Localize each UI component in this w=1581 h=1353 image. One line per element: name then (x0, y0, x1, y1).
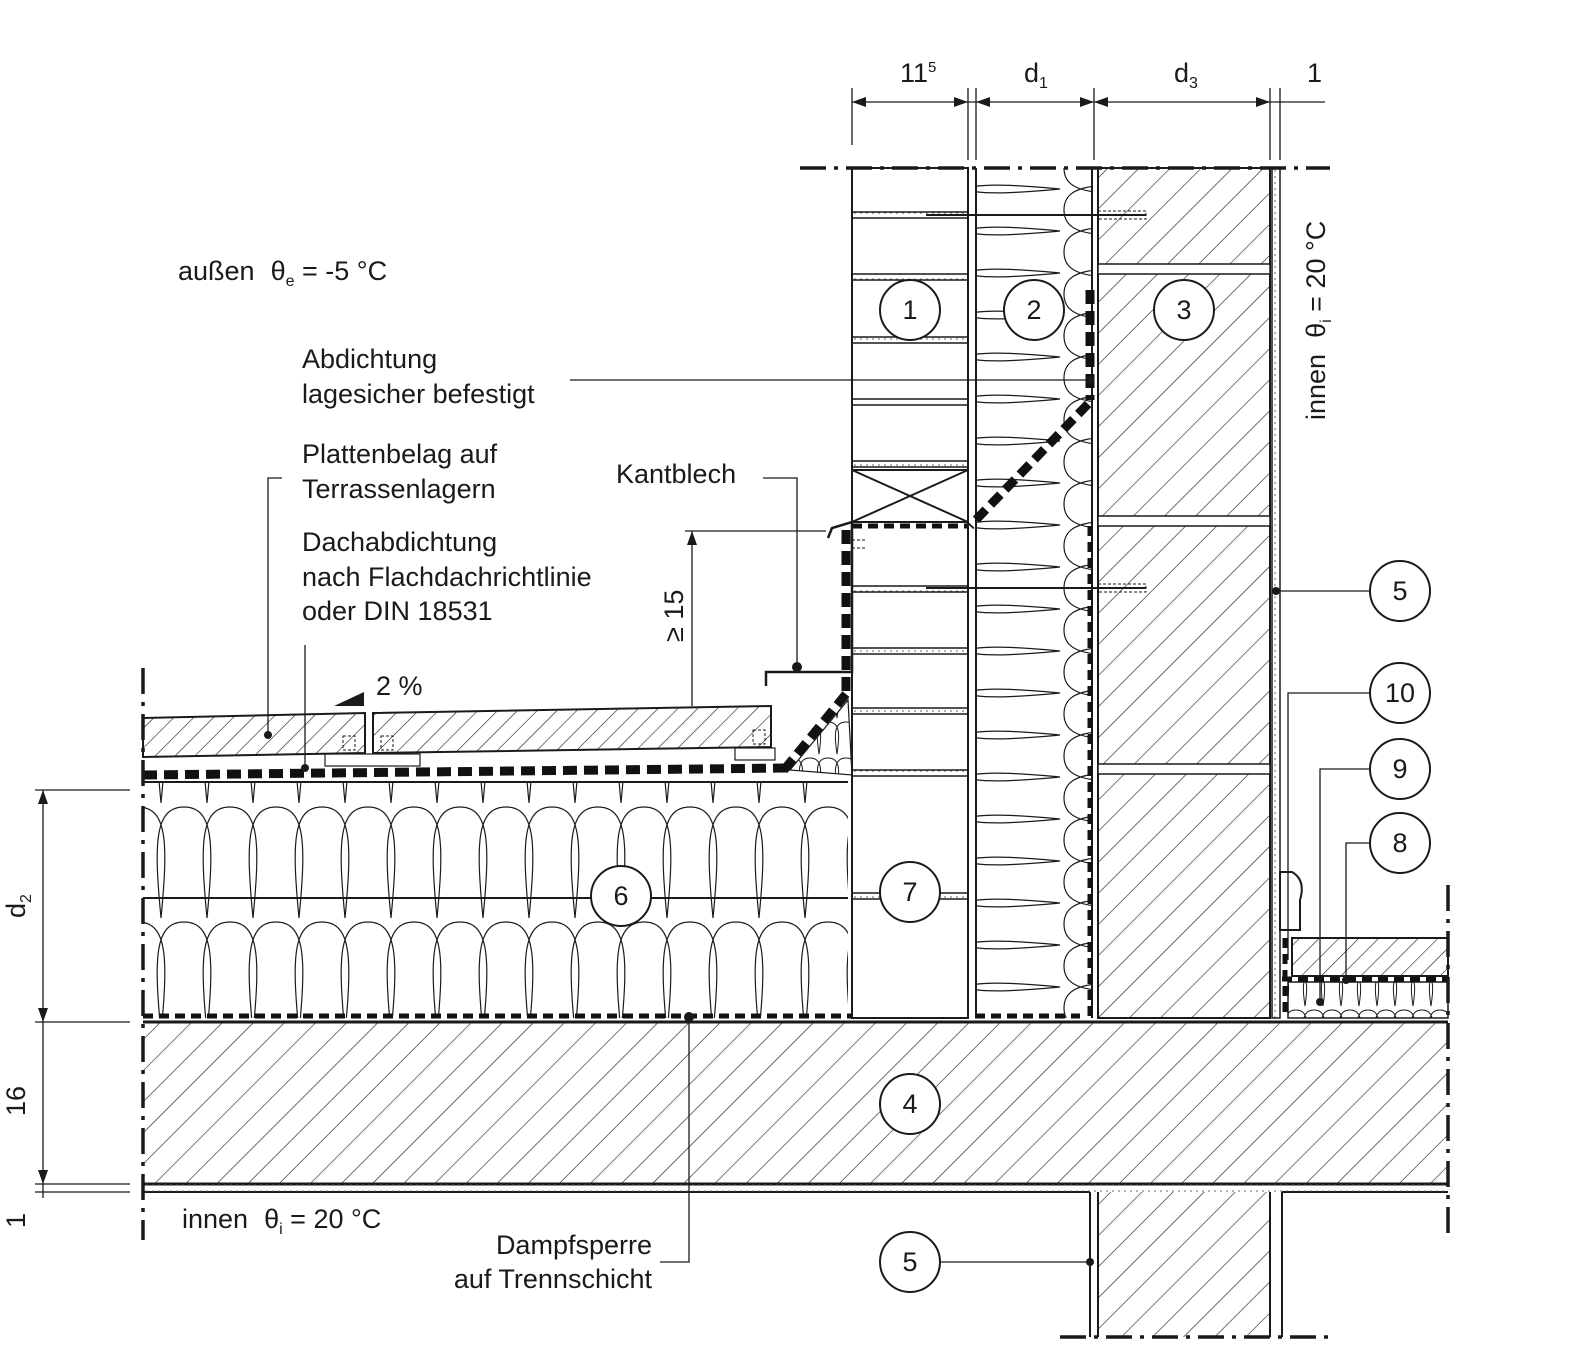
marker-5-lower: 5 (879, 1231, 941, 1293)
dim-1-left: 1 (1, 1213, 31, 1228)
marker-3: 3 (1153, 279, 1215, 341)
lower-wall (1098, 1192, 1270, 1337)
dim-d2: d2 (1, 894, 35, 918)
svg-text:1: 1 (902, 295, 917, 325)
marker-2: 2 (1003, 279, 1065, 341)
svg-text:4: 4 (902, 1089, 917, 1119)
marker-6: 6 (590, 865, 652, 927)
marker-5: 5 (1369, 560, 1431, 622)
floor-screed (1291, 937, 1449, 977)
dim-d3: d3 (1174, 58, 1198, 92)
roof-membrane (142, 763, 791, 780)
skirting (1279, 871, 1303, 931)
slope-arrow (334, 692, 364, 706)
upstand-dimension (685, 530, 826, 706)
left-dimensions (35, 789, 130, 1198)
svg-text:9: 9 (1392, 754, 1407, 784)
marker-8: 8 (1369, 812, 1431, 874)
concrete-slab (143, 1022, 1448, 1184)
top-dimensions (851, 88, 1325, 160)
leader-lines (264, 376, 1372, 1266)
dim-16: 16 (1, 1086, 31, 1116)
marker-4: 4 (879, 1073, 941, 1135)
label-kantblech: Kantblech (616, 459, 736, 489)
marker-9: 9 (1369, 738, 1431, 800)
svg-text:3: 3 (1176, 295, 1191, 325)
marker-10: 10 (1369, 662, 1431, 724)
kantblech-flashing (764, 520, 854, 686)
dim-1-top: 1 (1307, 58, 1322, 88)
svg-text:2: 2 (1026, 295, 1041, 325)
marker-1: 1 (879, 279, 941, 341)
marker-7: 7 (879, 861, 941, 923)
dim-11-5: 115 (900, 58, 936, 88)
svg-text:6: 6 (613, 881, 628, 911)
roof-insulation (143, 782, 848, 1018)
svg-text:7: 7 (902, 877, 917, 907)
dim-upstand: ≥ 15 (659, 590, 689, 642)
svg-text:5: 5 (1392, 576, 1407, 606)
svg-text:8: 8 (1392, 828, 1407, 858)
paving-slab-right (372, 704, 772, 755)
paving-slab-left (142, 711, 366, 759)
inside-climate-right: innenθi = 20 °C (1301, 221, 1335, 420)
slope-label: 2 % (376, 671, 423, 701)
dim-d1: d1 (1024, 58, 1048, 92)
svg-text:5: 5 (902, 1247, 917, 1277)
impact-insulation (1287, 981, 1449, 1019)
svg-text:10: 10 (1385, 678, 1415, 708)
